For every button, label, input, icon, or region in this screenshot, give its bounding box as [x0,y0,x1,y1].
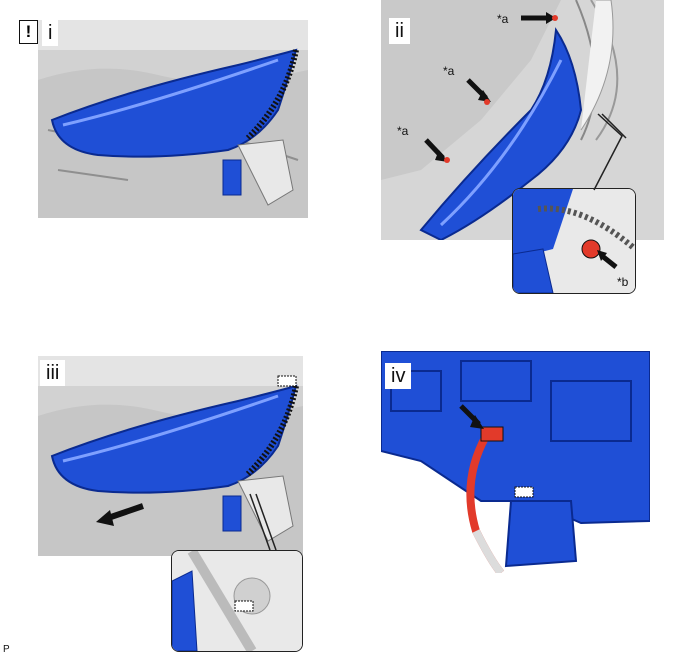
panel-i: i [38,20,308,218]
inset-ii-illustration [513,189,635,293]
inset-leader-iii [249,493,277,551]
panel-iii: iii [38,356,303,556]
callout-a-1: *a [497,12,509,26]
headlamp-assembly-removal [50,384,298,494]
panel-iv: iv [381,351,650,573]
panel-iii-label: iii [40,360,66,386]
inset-iii-illustration [172,551,302,651]
panel-iv-label: iv [385,363,412,389]
callout-a-2: *a [443,64,455,78]
panel-iii-illustration [38,356,303,556]
footer-code: P [3,644,10,655]
callout-b: *b [617,275,629,289]
panel-iii-inset [171,550,303,652]
panel-i-label: i [42,20,59,46]
panel-ii-label: ii [389,18,410,44]
callout-a-3: *a [397,124,409,138]
warning-icon: ! [19,20,38,44]
headlamp-assembly [50,48,298,158]
panel-ii-inset: *b [512,188,636,294]
panel-i-illustration [38,20,308,218]
inset-leader-ii [593,113,627,191]
panel-iv-illustration [381,351,650,573]
headlamp-side-view [419,27,583,240]
